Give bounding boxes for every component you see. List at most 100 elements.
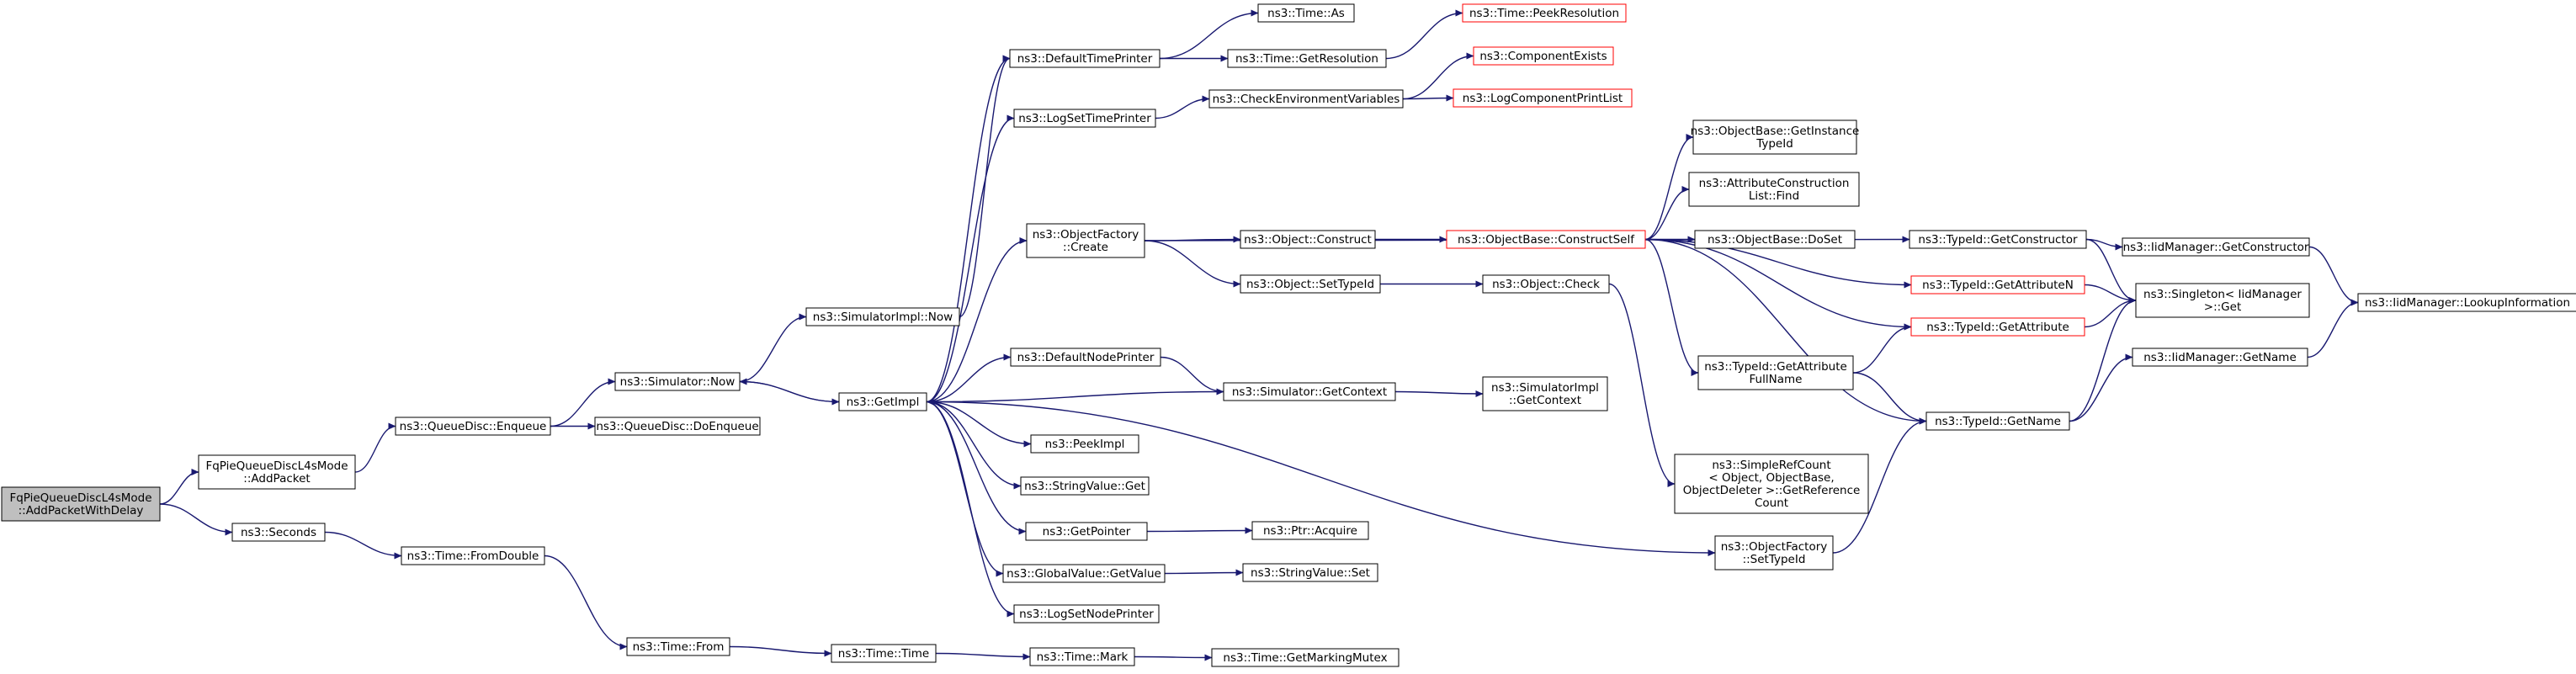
- node-peekresolution[interactable]: ns3::Time::PeekResolution: [1462, 3, 1627, 23]
- node-box-mark[interactable]: [1029, 647, 1135, 666]
- node-root[interactable]: FqPieQueueDiscL4sMode::AddPacketWithDela…: [1, 486, 161, 522]
- node-box-timeas[interactable]: [1257, 3, 1355, 23]
- node-box-getattributefullname[interactable]: [1697, 355, 1854, 390]
- node-box-checkenv[interactable]: [1208, 89, 1404, 109]
- node-box-getattribute[interactable]: [1910, 317, 2085, 337]
- node-simnow[interactable]: ns3::Simulator::Now: [614, 372, 741, 391]
- node-box-iidgetname[interactable]: [2132, 348, 2308, 367]
- node-logcomponentprintlist[interactable]: ns3::LogComponentPrintList: [1453, 88, 1633, 108]
- node-constructself[interactable]: ns3::ObjectBase::ConstructSelf: [1446, 230, 1646, 249]
- node-typeidgetname[interactable]: ns3::TypeId::GetName: [1925, 411, 2070, 431]
- node-simgetcontext[interactable]: ns3::Simulator::GetContext: [1223, 382, 1396, 401]
- node-seconds[interactable]: ns3::Seconds: [231, 523, 326, 542]
- node-box-logsetnodeprinter[interactable]: [1013, 604, 1160, 624]
- node-box-peekimpl[interactable]: [1030, 434, 1139, 454]
- node-iidgetname[interactable]: ns3::IidManager::GetName: [2132, 348, 2308, 367]
- node-time[interactable]: ns3::Time::Time: [831, 644, 937, 663]
- node-box-objsettypeid[interactable]: [1240, 274, 1381, 294]
- node-box-defaultnodeprinter[interactable]: [1010, 348, 1161, 367]
- node-box-ptracquire[interactable]: [1251, 521, 1369, 540]
- node-box-globalvalueget[interactable]: [1002, 564, 1166, 583]
- node-getimpl[interactable]: ns3::GetImpl: [838, 392, 927, 411]
- node-box-getpointer[interactable]: [1025, 522, 1148, 541]
- node-timeas[interactable]: ns3::Time::As: [1257, 3, 1355, 23]
- node-mark[interactable]: ns3::Time::Mark: [1029, 647, 1135, 666]
- node-doenqueue[interactable]: ns3::QueueDisc::DoEnqueue: [594, 417, 761, 436]
- node-simimplnow[interactable]: ns3::SimulatorImpl::Now: [805, 307, 960, 326]
- node-box-getmarkingmutex[interactable]: [1211, 648, 1400, 667]
- node-box-root[interactable]: [1, 486, 161, 522]
- node-iidgetconstructor[interactable]: ns3::IidManager::GetConstructor: [2122, 237, 2310, 257]
- node-getattribute[interactable]: ns3::TypeId::GetAttribute: [1910, 317, 2085, 337]
- node-lookupinformation[interactable]: ns3::IidManager::LookupInformation: [2357, 293, 2576, 312]
- node-box-objfactorycreate[interactable]: [1026, 223, 1145, 258]
- node-box-doset[interactable]: [1694, 230, 1856, 249]
- node-box-typeidgetconstructor[interactable]: [1909, 230, 2087, 249]
- node-box-logcomponentprintlist[interactable]: [1453, 88, 1633, 108]
- node-getresolution[interactable]: ns3::Time::GetResolution: [1227, 49, 1387, 68]
- node-box-simimplnow[interactable]: [805, 307, 960, 326]
- node-box-stringvalueset[interactable]: [1242, 563, 1378, 582]
- node-box-defaulttimeprinter[interactable]: [1009, 49, 1161, 68]
- node-addpacket[interactable]: FqPieQueueDiscL4sMode::AddPacket: [198, 454, 356, 490]
- node-box-getimpl[interactable]: [838, 392, 927, 411]
- node-defaultnodeprinter[interactable]: ns3::DefaultNodePrinter: [1010, 348, 1161, 367]
- node-box-constructself[interactable]: [1446, 230, 1646, 249]
- node-box-getattributen[interactable]: [1910, 275, 2085, 295]
- node-stringvalueset[interactable]: ns3::StringValue::Set: [1242, 563, 1378, 582]
- node-box-enqueue[interactable]: [395, 417, 551, 436]
- node-simplerefcount[interactable]: ns3::SimpleRefCount< Object, ObjectBase,…: [1674, 454, 1869, 514]
- node-objfactorycreate[interactable]: ns3::ObjectFactory::Create: [1026, 223, 1145, 258]
- node-ptracquire[interactable]: ns3::Ptr::Acquire: [1251, 521, 1369, 540]
- node-box-attrconstructionfind[interactable]: [1688, 172, 1860, 207]
- node-box-singletonget[interactable]: [2135, 283, 2310, 318]
- node-box-from[interactable]: [626, 637, 730, 656]
- node-box-simplerefcount[interactable]: [1674, 454, 1869, 514]
- node-box-simimplgetcontext[interactable]: [1482, 376, 1608, 411]
- node-box-fromdouble[interactable]: [401, 546, 545, 565]
- node-objconstruct[interactable]: ns3::Object::Construct: [1240, 230, 1376, 249]
- node-box-iidgetconstructor[interactable]: [2122, 237, 2310, 257]
- node-objfactorysettypeid[interactable]: ns3::ObjectFactory::SetTypeId: [1714, 535, 1834, 571]
- node-logsetnodeprinter[interactable]: ns3::LogSetNodePrinter: [1013, 604, 1160, 624]
- node-box-objfactorysettypeid[interactable]: [1714, 535, 1834, 571]
- node-box-objectcheck[interactable]: [1482, 274, 1610, 294]
- node-box-lookupinformation[interactable]: [2357, 293, 2576, 312]
- node-box-time[interactable]: [831, 644, 937, 663]
- node-objectcheck[interactable]: ns3::Object::Check: [1482, 274, 1610, 294]
- node-checkenv[interactable]: ns3::CheckEnvironmentVariables: [1208, 89, 1404, 109]
- node-singletonget[interactable]: ns3::Singleton< IidManager >::Get: [2135, 283, 2310, 318]
- node-box-typeidgetname[interactable]: [1925, 411, 2070, 431]
- node-box-peekresolution[interactable]: [1462, 3, 1627, 23]
- node-getattributen[interactable]: ns3::TypeId::GetAttributeN: [1910, 275, 2085, 295]
- node-peekimpl[interactable]: ns3::PeekImpl: [1030, 434, 1139, 454]
- node-fromdouble[interactable]: ns3::Time::FromDouble: [401, 546, 545, 565]
- node-box-seconds[interactable]: [231, 523, 326, 542]
- node-box-componentexists[interactable]: [1473, 46, 1614, 66]
- node-componentexists[interactable]: ns3::ComponentExists: [1473, 46, 1614, 66]
- node-box-simgetcontext[interactable]: [1223, 382, 1396, 401]
- node-box-stringvalueget[interactable]: [1020, 476, 1150, 496]
- node-from[interactable]: ns3::Time::From: [626, 637, 730, 656]
- node-objsettypeid[interactable]: ns3::Object::SetTypeId: [1240, 274, 1381, 294]
- node-box-addpacket[interactable]: [198, 454, 356, 490]
- node-globalvalueget[interactable]: ns3::GlobalValue::GetValue: [1002, 564, 1166, 583]
- node-typeidgetconstructor[interactable]: ns3::TypeId::GetConstructor: [1909, 230, 2087, 249]
- node-box-simnow[interactable]: [614, 372, 741, 391]
- node-logsettimeprinter[interactable]: ns3::LogSetTimePrinter: [1013, 109, 1156, 128]
- node-getpointer[interactable]: ns3::GetPointer: [1025, 522, 1148, 541]
- node-box-getresolution[interactable]: [1227, 49, 1387, 68]
- node-box-doenqueue[interactable]: [594, 417, 761, 436]
- node-doset[interactable]: ns3::ObjectBase::DoSet: [1694, 230, 1856, 249]
- node-getmarkingmutex[interactable]: ns3::Time::GetMarkingMutex: [1211, 648, 1400, 667]
- node-defaulttimeprinter[interactable]: ns3::DefaultTimePrinter: [1009, 49, 1161, 68]
- node-enqueue[interactable]: ns3::QueueDisc::Enqueue: [395, 417, 551, 436]
- node-box-logsettimeprinter[interactable]: [1013, 109, 1156, 128]
- node-box-objconstruct[interactable]: [1240, 230, 1376, 249]
- node-simimplgetcontext[interactable]: ns3::SimulatorImpl::GetContext: [1482, 376, 1608, 411]
- node-box-getinstancetypeid[interactable]: [1692, 119, 1857, 155]
- node-stringvalueget[interactable]: ns3::StringValue::Get: [1020, 476, 1150, 496]
